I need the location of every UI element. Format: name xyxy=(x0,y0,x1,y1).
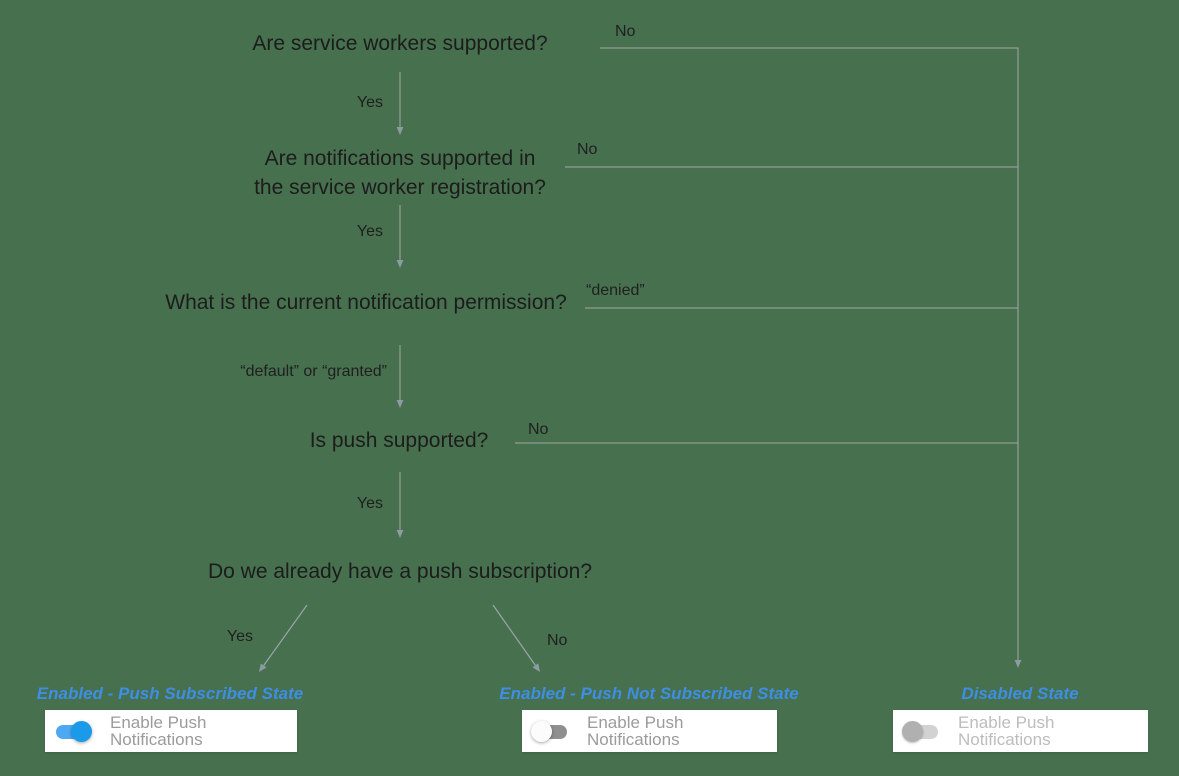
toggle-thumb xyxy=(71,720,92,742)
toggle-thumb xyxy=(902,720,923,742)
enable-push-label: Enable Push Notifications xyxy=(587,713,684,749)
question-service-workers-supported: Are service workers supported? xyxy=(252,32,548,55)
edge-label-q4-yes: Yes xyxy=(356,495,383,512)
edge-label-q2-no: No xyxy=(577,141,598,158)
enable-push-label: Enable Push Notifications xyxy=(958,713,1055,749)
state-title-enabled-subscribed: Enabled - Push Subscribed State xyxy=(36,684,304,703)
edge-label-q1-no: No xyxy=(615,23,636,40)
edge-label-q5-yes: Yes xyxy=(226,628,253,645)
arrowhead-q5-no xyxy=(532,663,540,672)
question-notifications-supported-line2: the service worker registration? xyxy=(254,176,546,199)
state-card-enabled-not-subscribed: Enable Push Notifications xyxy=(522,710,777,752)
state-title-disabled: Disabled State xyxy=(961,684,1079,703)
edge-q5-yes-line xyxy=(263,604,308,666)
edge-label-q2-yes: Yes xyxy=(356,223,383,240)
arrowhead-q3-default xyxy=(396,400,404,408)
question-notifications-supported: Are notifications supported in the servi… xyxy=(254,144,546,202)
state-card-enabled-subscribed: Enable Push Notifications xyxy=(45,710,297,752)
enable-push-label: Enable Push Notifications xyxy=(110,713,207,749)
question-notifications-supported-line1: Are notifications supported in xyxy=(264,147,536,170)
edge-label-q5-no: No xyxy=(547,632,568,649)
edge-q5-no-line xyxy=(492,604,536,666)
arrowhead-q1-yes xyxy=(396,127,404,135)
arrowhead-q4-yes xyxy=(396,530,404,538)
push-toggle-disabled xyxy=(902,720,940,742)
edge-label-q3-denied: “denied” xyxy=(586,282,645,299)
question-notification-permission: What is the current notification permiss… xyxy=(165,291,567,314)
arrowhead-q2-yes xyxy=(396,260,404,268)
edge-label-q4-no: No xyxy=(528,421,549,438)
arrowhead-q5-yes xyxy=(259,663,267,672)
edge-label-q3-default-granted: “default” or “granted” xyxy=(240,363,387,380)
push-toggle-on[interactable] xyxy=(54,720,92,742)
edge-label-q1-yes: Yes xyxy=(356,94,383,111)
toggle-thumb xyxy=(531,720,552,742)
question-existing-push-subscription: Do we already have a push subscription? xyxy=(207,560,593,583)
state-title-enabled-not-subscribed: Enabled - Push Not Subscribed State xyxy=(499,684,799,703)
state-card-disabled: Enable Push Notifications xyxy=(893,710,1148,752)
push-toggle-off[interactable] xyxy=(531,720,569,742)
question-push-supported: Is push supported? xyxy=(309,429,489,452)
arrowhead-disabled xyxy=(1014,660,1022,668)
